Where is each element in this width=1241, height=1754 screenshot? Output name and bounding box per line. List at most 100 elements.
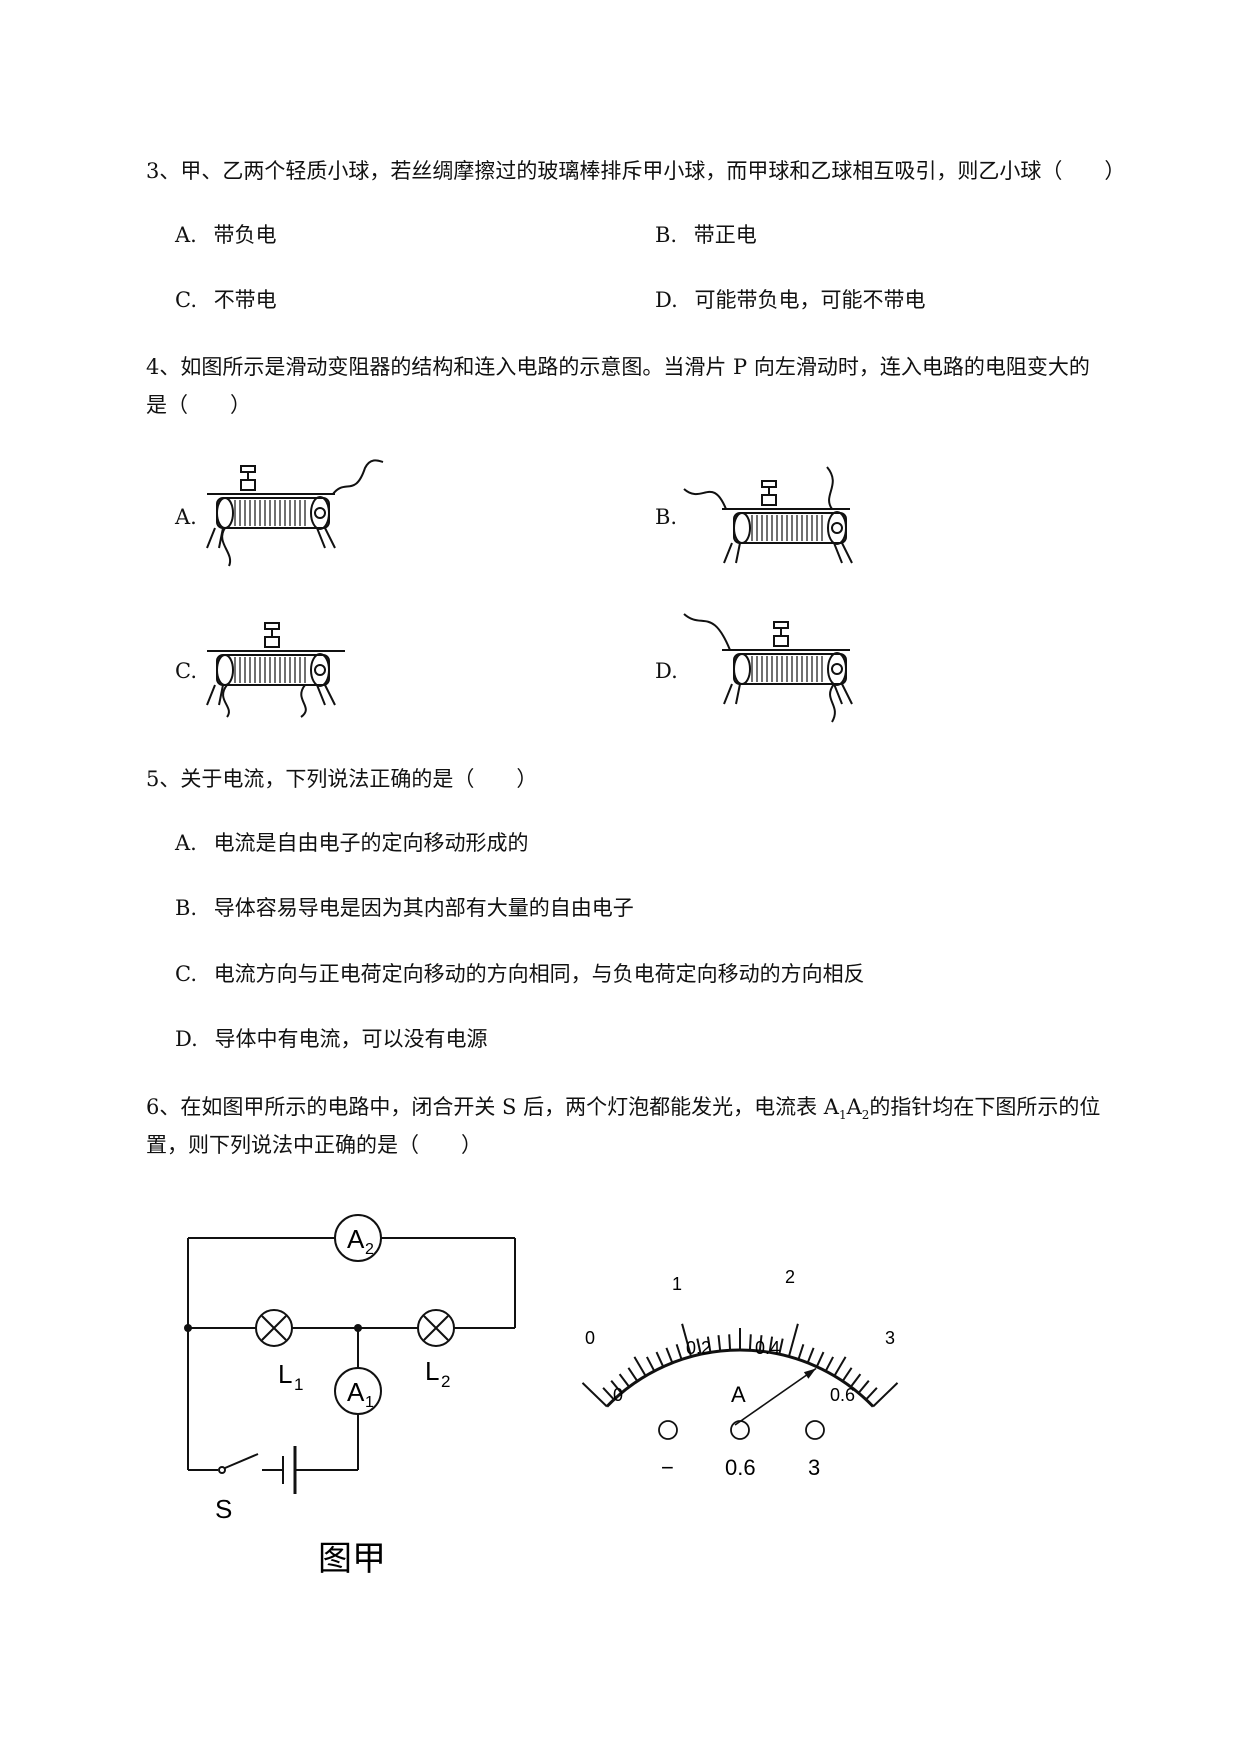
terminal-label-0-6: 0.6 <box>725 1455 756 1480</box>
q5-option-a[interactable]: A. 电流是自由电子的定向移动形成的 <box>175 828 529 858</box>
option-letter: B. <box>655 223 678 247</box>
a1-label: A <box>347 1377 365 1407</box>
dial-tick <box>758 1335 763 1352</box>
option-letter: C. <box>175 962 197 986</box>
dial-tick <box>815 1351 825 1368</box>
a2-label: A <box>347 1224 365 1254</box>
circuit-diagram: A 2 A 1 L 1 L 2 S 图甲 <box>184 1214 516 1578</box>
dial-tick <box>706 1336 712 1353</box>
dial-tick <box>748 1334 752 1351</box>
terminal-label-negative: − <box>661 1455 674 1480</box>
q6-stem-part-a: 6、在如图甲所示的电路中，闭合开关 S 后，两个灯泡都能发光，电流表 A <box>146 1095 839 1119</box>
q4-stem-line1: 4、如图所示是滑动变阻器的结构和连入电路的示意图。当滑片 P 向左滑动时，连入电… <box>146 355 1090 379</box>
q4-option-d-letter[interactable]: D. <box>655 659 678 683</box>
q5-option-d[interactable]: D. 导体中有电流，可以没有电源 <box>175 1024 487 1054</box>
option-text: 带正电 <box>693 223 757 247</box>
option-letter: B. <box>175 896 198 920</box>
q3-option-b[interactable]: B. 带正电 <box>655 220 757 250</box>
q6-stem-part-c: 的指针均在下图所示的位 <box>869 1095 1101 1119</box>
q6-stem-line2: 置，则下列说法中正确的是（ ） <box>146 1133 482 1157</box>
top-scale-2: 2 <box>785 1267 795 1287</box>
l1-sub: 1 <box>294 1375 303 1394</box>
ammeter-a2-circle <box>334 1214 382 1262</box>
bottom-scale-0: 0 <box>613 1385 623 1405</box>
option-letter: A. <box>175 831 197 855</box>
option-text: 不带电 <box>213 288 277 312</box>
q6-stem-part-b: A <box>846 1095 862 1119</box>
dial-tick <box>824 1356 834 1372</box>
top-scale-1: 1 <box>672 1274 682 1294</box>
dial-tick <box>806 1347 815 1364</box>
dial-tick <box>849 1373 862 1388</box>
dial-tick <box>665 1347 674 1364</box>
ammeter-needle <box>734 1367 817 1426</box>
dial-tick <box>681 1323 693 1357</box>
q4-option-b-letter[interactable]: B. <box>655 505 678 529</box>
q3-option-c[interactable]: C. 不带电 <box>175 285 277 315</box>
dial-tick <box>865 1387 878 1401</box>
top-scale-0: 0 <box>585 1328 595 1348</box>
dial-tick <box>633 1356 647 1377</box>
meter-unit: A <box>731 1382 746 1407</box>
dial-tick <box>797 1343 805 1360</box>
dial-tick <box>717 1335 722 1352</box>
top-scale-3: 3 <box>885 1328 895 1348</box>
dial-tick <box>655 1351 665 1368</box>
q4-stem-line2: 是（ ） <box>146 393 251 417</box>
q3-option-d[interactable]: D. 可能带负电，可能不带电 <box>655 285 925 315</box>
dial-tick <box>646 1356 656 1372</box>
rheostat-figure-c[interactable] <box>205 615 355 720</box>
l2-label: L <box>425 1356 439 1386</box>
q5-option-c[interactable]: C. 电流方向与正电荷定向移动的方向相同，与负电荷定向移动的方向相反 <box>175 959 865 989</box>
q3-option-a[interactable]: A. 带负电 <box>175 220 277 250</box>
option-letter: D. <box>175 1027 198 1051</box>
dial-tick <box>581 1382 608 1408</box>
option-text: 带负电 <box>213 223 277 247</box>
bottom-scale-0-6: 0.6 <box>830 1385 855 1405</box>
q6-stem-sub1: 1 <box>838 1108 847 1123</box>
q6-stem-sub2: 2 <box>861 1108 870 1123</box>
option-text: 电流是自由电子的定向移动形成的 <box>213 831 529 855</box>
q6-stem-line1: 6、在如图甲所示的电路中，闭合开关 S 后，两个灯泡都能发光，电流表 A1A2的… <box>146 1090 1100 1132</box>
rheostat-figure-a[interactable] <box>205 458 390 568</box>
rheostat-figure-d[interactable] <box>682 610 867 725</box>
dial-tick <box>610 1380 623 1394</box>
switch-label: S <box>215 1494 232 1524</box>
circuit-caption: 图甲 <box>318 1540 386 1578</box>
q5-option-b[interactable]: B. 导体容易导电是因为其内部有大量的自由电子 <box>175 893 634 923</box>
option-letter: C. <box>175 288 197 312</box>
dial-tick <box>833 1356 847 1377</box>
dial-tick <box>787 1323 799 1357</box>
terminal-negative[interactable] <box>658 1420 678 1440</box>
dial-tick <box>728 1334 732 1351</box>
terminal-0-6[interactable] <box>730 1420 750 1440</box>
a1-sub: 1 <box>365 1394 374 1411</box>
dial-tick <box>696 1338 702 1355</box>
q4-option-c-letter[interactable]: C. <box>175 659 197 683</box>
option-text: 导体容易导电是因为其内部有大量的自由电子 <box>213 896 634 920</box>
option-text: 可能带负电，可能不带电 <box>694 288 926 312</box>
dial-tick <box>857 1380 870 1394</box>
terminal-label-3: 3 <box>808 1455 820 1480</box>
dial-tick <box>602 1387 615 1401</box>
bottom-scale-0-2: 0.2 <box>686 1338 711 1358</box>
rheostat-figure-b[interactable] <box>682 465 867 577</box>
option-text: 导体中有电流，可以没有电源 <box>214 1027 488 1051</box>
option-letter: D. <box>655 288 678 312</box>
dial-tick <box>618 1373 631 1388</box>
l2-sub: 2 <box>441 1372 450 1391</box>
terminal-3[interactable] <box>805 1420 825 1440</box>
dial-tick <box>675 1343 683 1360</box>
ammeter-ticks <box>581 1323 899 1408</box>
q4-option-a-letter[interactable]: A. <box>175 505 197 529</box>
dial-tick <box>872 1382 899 1408</box>
l1-label: L <box>278 1359 292 1389</box>
dial-tick <box>841 1367 853 1382</box>
ammeter-dial: 0 1 2 3 0 0.2 0.4 0.6 A − 0.6 3 <box>581 1267 899 1480</box>
bottom-scale-0-4: 0.4 <box>755 1338 780 1358</box>
a2-sub: 2 <box>365 1241 374 1258</box>
q5-stem: 5、关于电流，下列说法正确的是（ ） <box>146 767 538 791</box>
dial-tick <box>768 1336 774 1353</box>
dial-tick <box>778 1338 784 1355</box>
option-text: 电流方向与正电荷定向移动的方向相同，与负电荷定向移动的方向相反 <box>213 962 865 986</box>
